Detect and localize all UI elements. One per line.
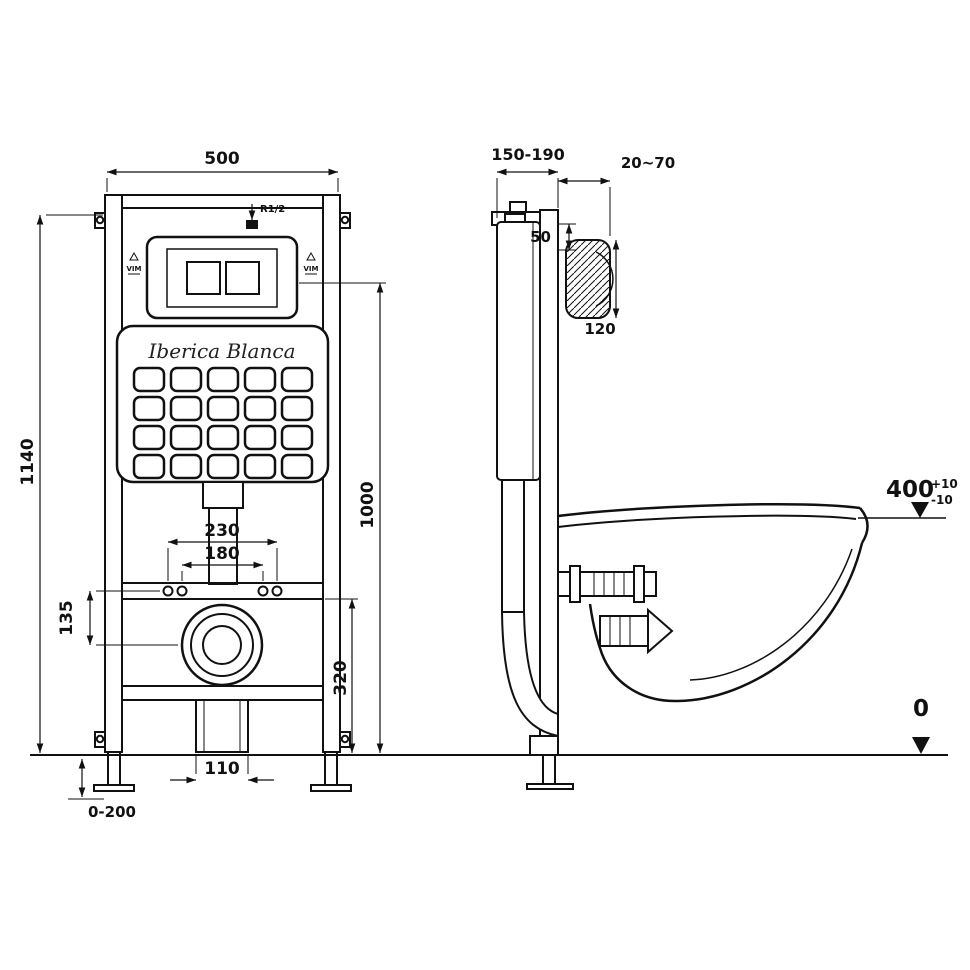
dim-frame-width: 500 — [106, 149, 339, 192]
level-mark-icon — [129, 251, 139, 261]
dim-label-1140: 1140 — [18, 438, 38, 485]
drain-opening — [180, 603, 264, 687]
dim-label-500: 500 — [204, 149, 240, 169]
dim-depth: 150-190 — [491, 145, 565, 218]
side-view: 50 120 150-190 20~70 — [491, 145, 958, 790]
dim-label-20-70: 20~70 — [621, 154, 675, 172]
cistern-side — [496, 213, 541, 481]
inlet-label: R1/2 — [260, 204, 285, 215]
flush-pipe — [202, 481, 244, 585]
flush-plate-box — [145, 235, 299, 320]
dim-top-gap: 50 — [530, 223, 576, 251]
datum-triangle-icon — [912, 737, 930, 754]
fixing-bolt — [271, 585, 283, 597]
datum-rim-height: 400 +10 -10 — [858, 477, 958, 519]
cistern-inlet — [504, 213, 526, 223]
dim-label-1000: 1000 — [358, 481, 378, 528]
fixing-bolt — [176, 585, 188, 597]
dim-label-230: 230 — [204, 521, 240, 541]
dim-bolt-span-outer: 230 — [167, 521, 278, 581]
bracket-bolt — [509, 201, 527, 213]
dim-bolt-span-inner: 180 — [181, 544, 264, 581]
left-foot-plate — [93, 784, 135, 792]
bolt-rail — [122, 582, 323, 600]
side-foot-plate — [526, 783, 574, 790]
dim-label-180: 180 — [204, 544, 240, 564]
level-mark-icon — [306, 251, 316, 261]
dim-bolt-drop: 135 — [57, 590, 178, 646]
cone-icon — [647, 607, 674, 655]
dim-label-400: 400 — [886, 477, 934, 503]
side-frame-leg — [542, 754, 556, 786]
dim-label-50: 50 — [530, 228, 551, 246]
dim-label-120: 120 — [584, 320, 615, 338]
water-inlet: R1/2 — [246, 204, 285, 229]
side-mark-right: VIM — [304, 265, 319, 273]
fixing-bolt — [257, 585, 269, 597]
dim-label-150-190: 150-190 — [491, 145, 564, 164]
access-box — [145, 235, 299, 320]
flush-plate-side — [565, 239, 614, 319]
mount-hole — [340, 215, 350, 225]
mount-hole — [95, 734, 105, 744]
side-mark-left: VIM — [127, 265, 142, 273]
lower-rail — [122, 685, 323, 701]
tolerance-minus: -10 — [931, 493, 953, 507]
mount-hole — [95, 215, 105, 225]
outlet-box — [195, 699, 249, 753]
cistern-tank: Iberica Blanca — [115, 324, 330, 484]
side-frame-rail — [539, 209, 559, 756]
dim-leg-adjust: 0-200 — [68, 759, 136, 821]
dim-label-135: 135 — [57, 600, 77, 636]
frame-right-leg — [324, 751, 338, 787]
dim-label-320: 320 — [331, 660, 351, 696]
dim-flush-height: 1000 — [299, 282, 386, 753]
dim-frame-height: 1140 — [18, 214, 103, 753]
right-foot-plate — [310, 784, 352, 792]
dim-plate: 120 — [584, 240, 620, 338]
dim-label-0: 0 — [913, 696, 929, 722]
fixing-bolt — [162, 585, 174, 597]
flush-button-right — [225, 261, 260, 295]
toilet-bowl — [557, 503, 869, 703]
dim-label-0-200: 0-200 — [88, 803, 136, 821]
brand-logo: Iberica Blanca — [147, 339, 295, 363]
dim-drain-height: 320 — [325, 598, 358, 753]
side-marks: VIM VIM — [127, 251, 319, 275]
outlet-connector — [599, 607, 674, 655]
mount-hole — [340, 734, 350, 744]
frame-left-leg — [107, 751, 121, 787]
dim-wall-finish: 20~70 — [558, 154, 675, 236]
bowl-flush-pipe — [557, 565, 657, 603]
plate-frame — [166, 248, 278, 308]
inlet-connector — [246, 220, 258, 229]
dim-label-110: 110 — [204, 759, 240, 779]
front-view: R1/2 VIM VIM Iberica Blanca — [18, 149, 386, 821]
dim-outlet-width: 110 — [170, 756, 274, 784]
tolerance-plus: +10 — [931, 477, 958, 491]
datum-floor: 0 — [912, 696, 930, 754]
datum-triangle-icon — [911, 502, 929, 518]
flush-button-left — [186, 261, 221, 295]
frame-top-bar — [104, 194, 341, 209]
tank-grid — [132, 366, 314, 480]
